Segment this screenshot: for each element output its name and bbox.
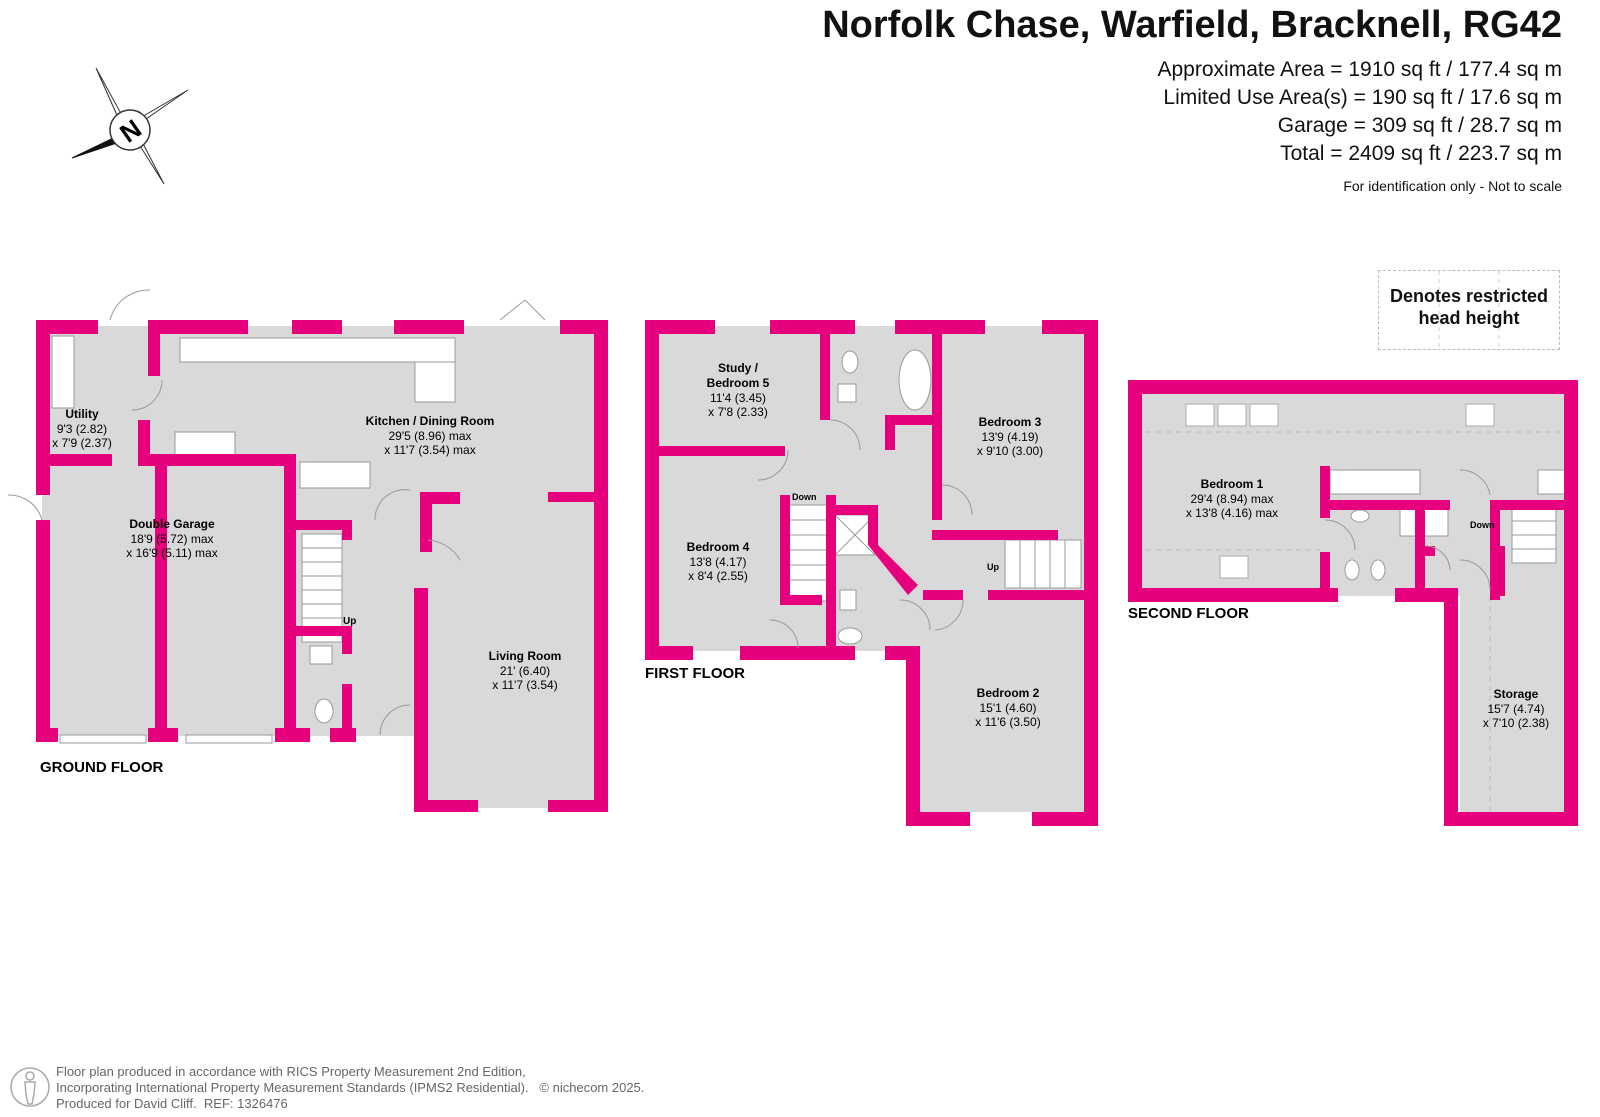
storage-dim1: 15'7 (4.74) — [1488, 702, 1545, 716]
living-label: Living Room — [489, 649, 562, 663]
garage-dim2: x 16'9 (5.11) max — [126, 546, 217, 560]
property-title: Norfolk Chase, Warfield, Bracknell, RG42 — [822, 4, 1562, 46]
first-stairs-down: Down — [792, 492, 817, 502]
footer-line3: Produced for David Cliff. — [56, 1096, 197, 1111]
scale-note: For identification only - Not to scale — [1343, 178, 1562, 194]
footer: Floor plan produced in accordance with R… — [56, 1064, 644, 1112]
bed1-dim1: 29'4 (8.94) max — [1191, 492, 1274, 506]
bed4-dim2: x 8'4 (2.55) — [688, 569, 748, 583]
first-stairs-up: Up — [987, 562, 999, 572]
garage-area: Garage = 309 sq ft / 28.7 sq m — [1277, 114, 1562, 137]
person-icon — [10, 1067, 50, 1107]
bed3-dim2: x 9'10 (3.00) — [977, 444, 1043, 458]
utility-dim1: 9'3 (2.82) — [57, 422, 107, 436]
legend-line2: head height — [1418, 308, 1520, 328]
ground-floor-plan: Utility 9'3 (2.82) x 7'9 (2.37) Double G… — [7, 289, 608, 812]
footer-line1: Floor plan produced in accordance with R… — [56, 1064, 526, 1079]
bed2-label: Bedroom 2 — [977, 686, 1040, 700]
bed3-dim1: 13'9 (4.19) — [982, 430, 1039, 444]
garage-dim1: 18'9 (5.72) max — [131, 532, 214, 546]
utility-label: Utility — [65, 407, 99, 421]
restricted-height-legend: Denotes restricted head height — [1378, 270, 1560, 350]
legend-hatch-icon — [1438, 271, 1500, 349]
study-dim1: 11'4 (3.45) — [710, 391, 766, 405]
north-arrow-icon: N — [71, 67, 189, 185]
study-dim2: x 7'8 (2.33) — [708, 405, 768, 419]
footer-copyright: © nichecom 2025. — [539, 1080, 645, 1095]
footer-line2: Incorporating International Property Mea… — [56, 1080, 529, 1095]
living-dim1: 21' (6.40) — [500, 664, 550, 678]
storage-dim2: x 7'10 (2.38) — [1483, 716, 1549, 730]
first-floor-label: FIRST FLOOR — [645, 665, 745, 682]
legend-line1: Denotes restricted — [1389, 286, 1549, 306]
bed4-dim1: 13'8 (4.17) — [690, 555, 747, 569]
total-area: Total = 2409 sq ft / 223.7 sq m — [1280, 142, 1562, 165]
ground-stairs-up: Up — [343, 616, 356, 627]
ground-floor-label: GROUND FLOOR — [40, 759, 163, 776]
living-dim2: x 11'7 (3.54) — [492, 678, 557, 692]
study-label-2: Bedroom 5 — [707, 376, 770, 390]
second-stairs-down: Down — [1470, 520, 1495, 530]
kitchen-dim1: 29'5 (8.96) max — [389, 429, 472, 443]
kitchen-dim2: x 11'7 (3.54) max — [384, 443, 475, 457]
utility-dim2: x 7'9 (2.37) — [52, 436, 112, 450]
second-floor-label: SECOND FLOOR — [1128, 605, 1249, 622]
limited-use-area: Limited Use Area(s) = 190 sq ft / 17.6 s… — [1163, 86, 1562, 109]
storage-label: Storage — [1494, 687, 1539, 701]
footer-ref: REF: 1326476 — [203, 1096, 288, 1111]
first-floor-plan: Study / Bedroom 5 11'4 (3.45) x 7'8 (2.3… — [645, 320, 1098, 826]
bed2-dim1: 15'1 (4.60) — [980, 701, 1037, 715]
garage-label: Double Garage — [129, 517, 215, 531]
bed1-dim2: x 13'8 (4.16) max — [1186, 506, 1278, 520]
approx-area: Approximate Area = 1910 sq ft / 177.4 sq… — [1157, 58, 1563, 81]
bed4-label: Bedroom 4 — [687, 540, 750, 554]
bed2-dim2: x 11'6 (3.50) — [975, 715, 1040, 729]
kitchen-label: Kitchen / Dining Room — [366, 414, 495, 428]
bed1-label: Bedroom 1 — [1201, 477, 1264, 491]
bed3-label: Bedroom 3 — [979, 415, 1042, 429]
study-label-1: Study / — [718, 361, 759, 375]
second-floor-plan: Bedroom 1 29'4 (8.94) max x 13'8 (4.16) … — [1128, 380, 1578, 826]
